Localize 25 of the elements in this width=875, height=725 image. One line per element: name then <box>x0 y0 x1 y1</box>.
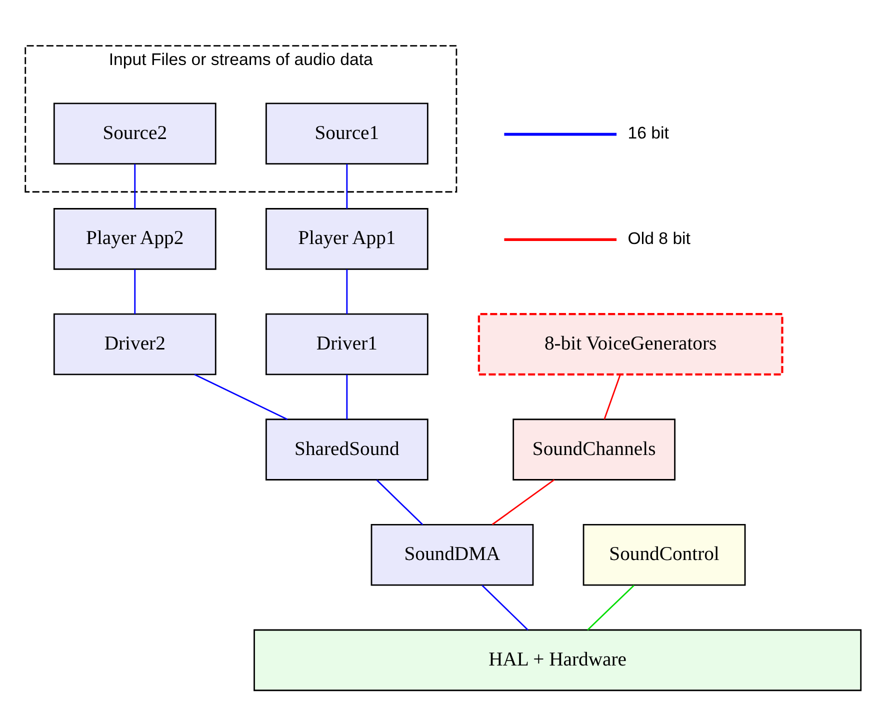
legend-label: Old 8 bit <box>628 228 691 248</box>
node-box: HAL + Hardware <box>254 629 862 692</box>
connector <box>604 374 621 420</box>
connector <box>346 374 348 420</box>
node-box: SoundChannels <box>512 418 676 480</box>
node-box: Source2 <box>53 102 216 164</box>
connector <box>587 584 634 630</box>
node-box: 8-bit VoiceGenerators <box>478 313 784 376</box>
connector <box>376 480 424 526</box>
connector <box>134 269 136 314</box>
connector <box>194 374 288 420</box>
node-box: Source1 <box>265 102 428 164</box>
legend-label: 16 bit <box>628 124 669 143</box>
connector <box>346 269 348 314</box>
node-box: Driver2 <box>53 313 216 376</box>
node-box: Player App1 <box>265 208 428 270</box>
node-box: SoundControl <box>582 524 746 586</box>
connector <box>134 164 136 209</box>
node-box: Player App2 <box>53 208 216 270</box>
connector <box>492 479 555 526</box>
node-box: Driver1 <box>265 313 428 376</box>
connector <box>482 584 528 630</box>
node-box: SharedSound <box>265 418 428 480</box>
node-box: SoundDMA <box>370 524 534 586</box>
connector <box>346 164 348 209</box>
